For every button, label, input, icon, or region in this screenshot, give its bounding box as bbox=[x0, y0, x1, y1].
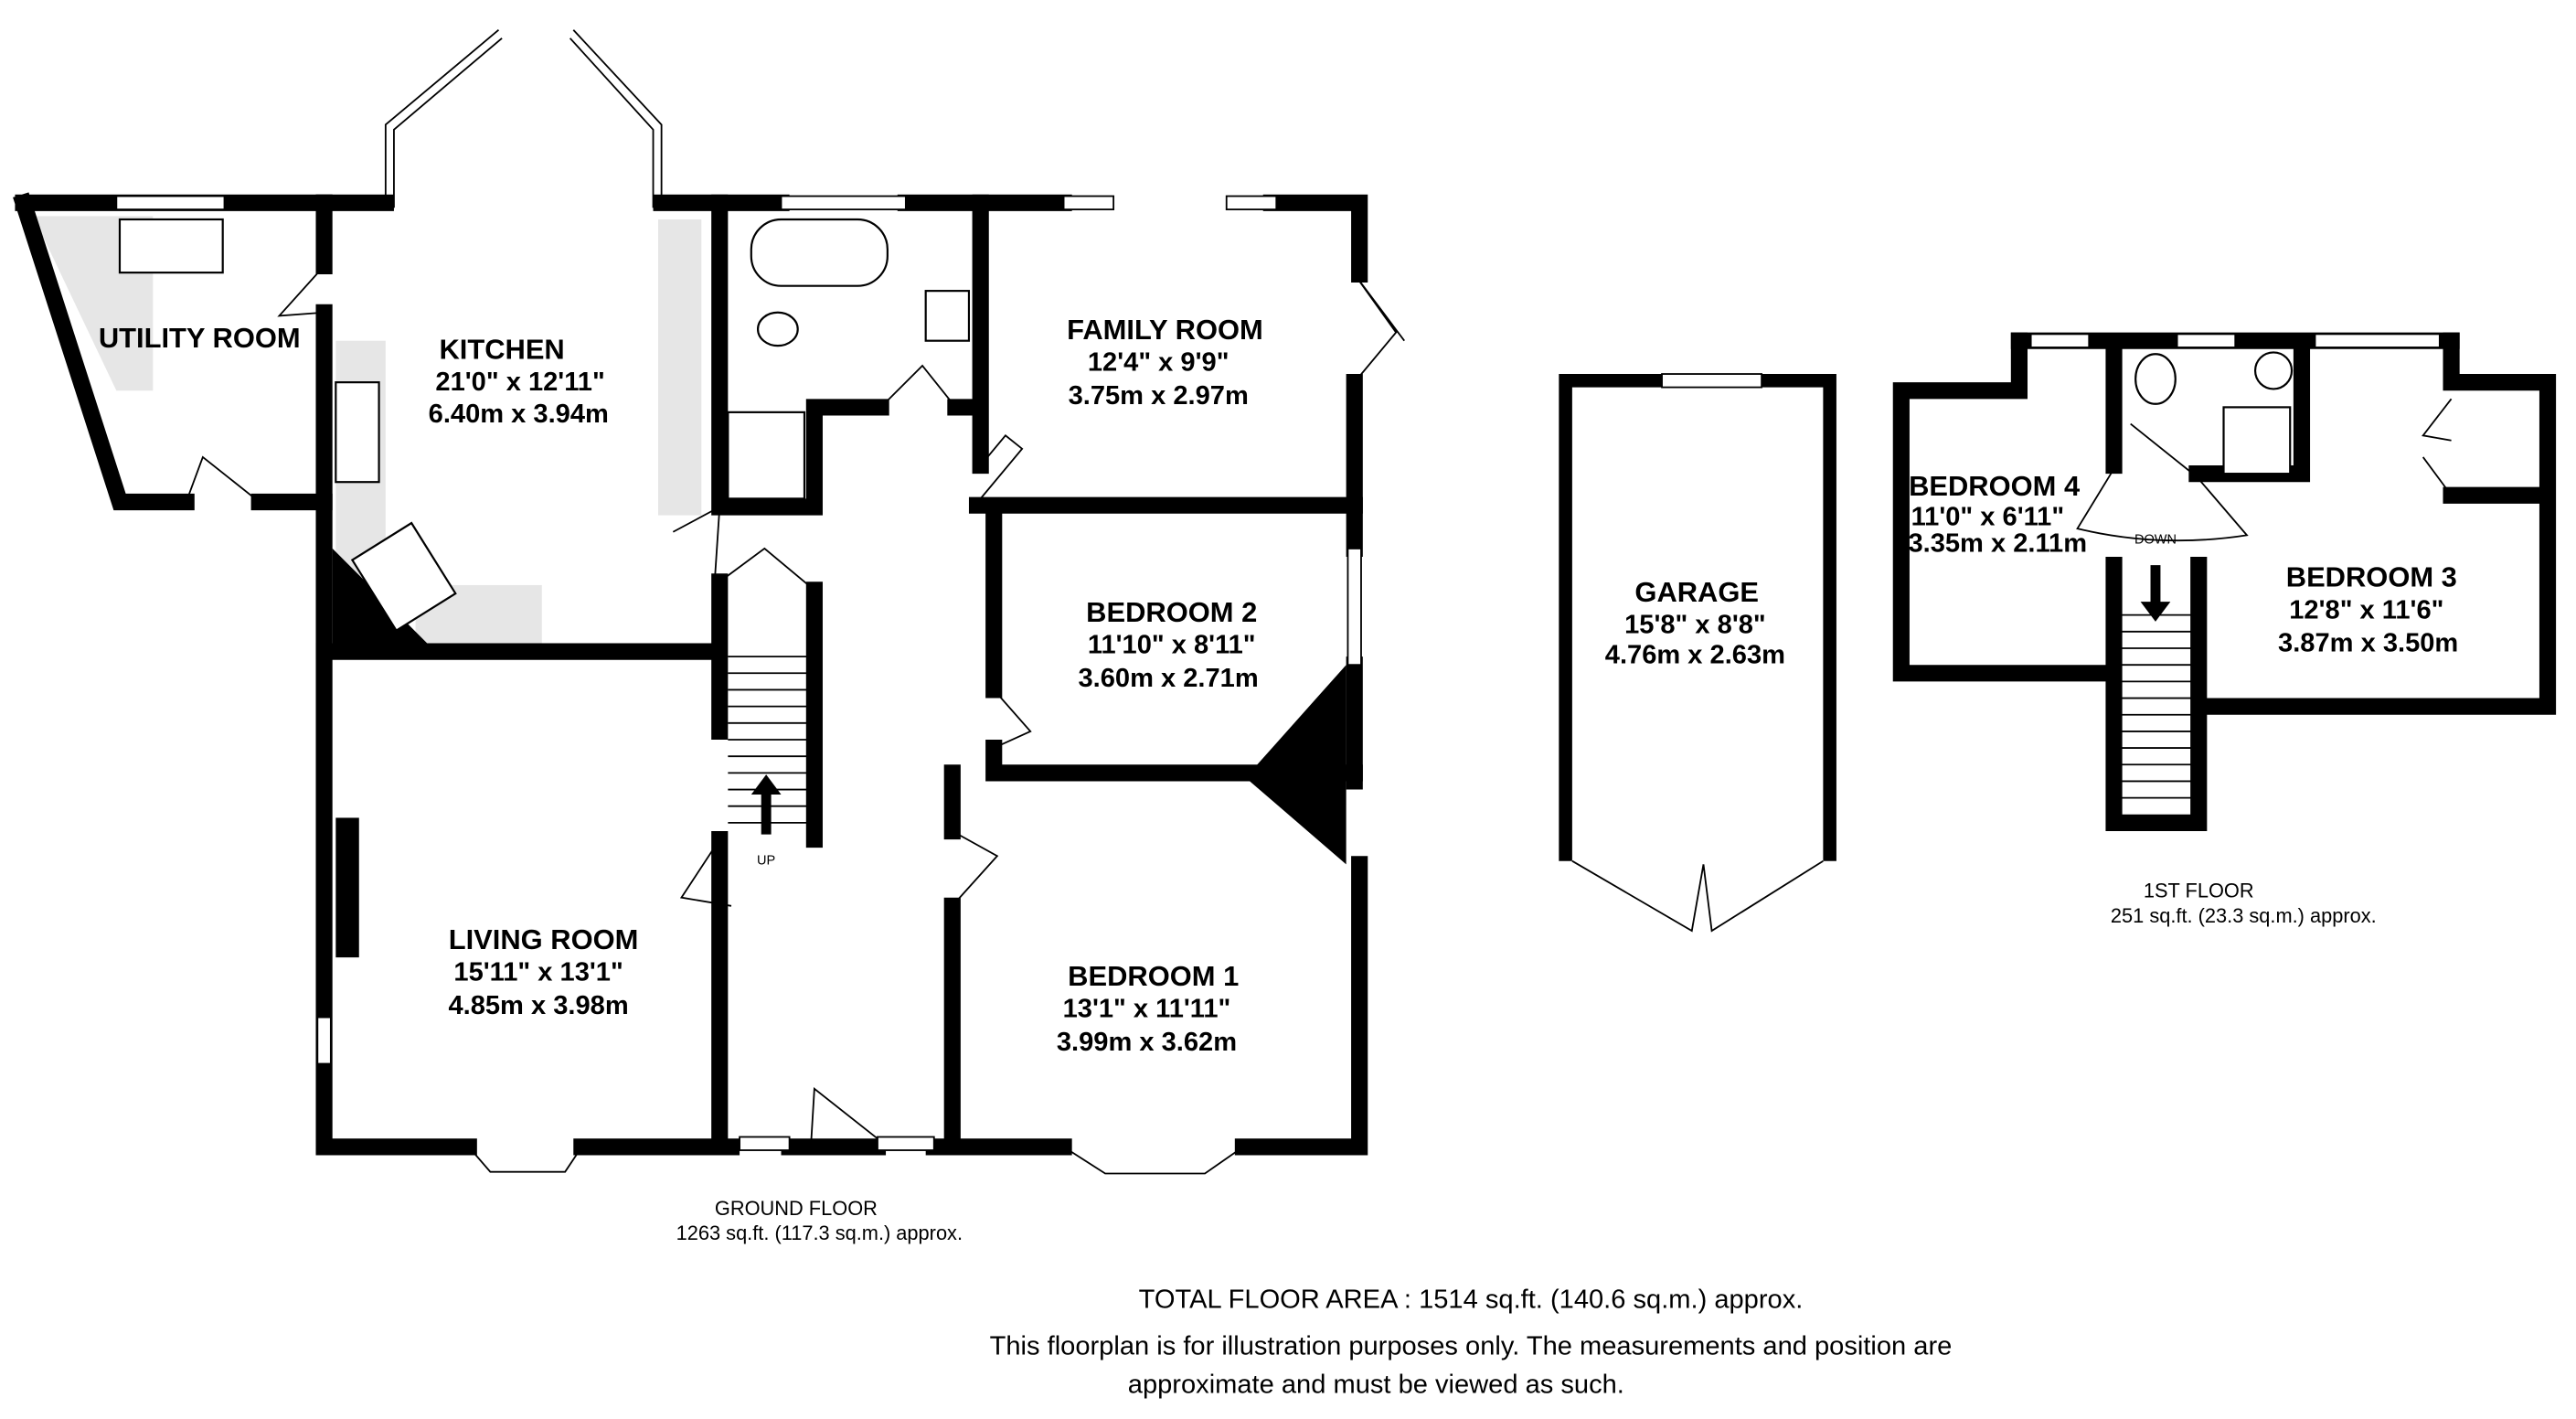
bedroom3-metric: 3.87m x 3.50m bbox=[2278, 629, 2458, 658]
bedroom3-imperial: 12'8" x 11'6" bbox=[2289, 595, 2443, 624]
bedroom1-imperial: 13'1" x 11'11" bbox=[1063, 995, 1231, 1024]
bedroom4-metric: 3.35m x 2.11m bbox=[1908, 529, 2087, 559]
bedroom2-imperial: 11'10" x 8'11" bbox=[1088, 630, 1256, 659]
bedroom2-name: BEDROOM 2 bbox=[1086, 596, 1257, 628]
living-room-name: LIVING ROOM bbox=[449, 923, 639, 955]
bedroom1-metric: 3.99m x 3.62m bbox=[1057, 1028, 1237, 1057]
first-floor-label: 1ST FLOOR bbox=[2144, 880, 2254, 902]
garage-plan: GARAGE 15'8" x 8'8" 4.76m x 2.63m bbox=[1559, 373, 1836, 933]
disclaimer-line-2: approximate and must be viewed as such. bbox=[1128, 1370, 1624, 1399]
bedroom4-imperial: 11'0" x 6'11" bbox=[1911, 502, 2065, 531]
garage-imperial: 15'8" x 8'8" bbox=[1624, 611, 1766, 640]
stairs-up-label: UP bbox=[757, 853, 775, 868]
ground-floor-plan: UP UTILITY ROOM KITCHEN 21'0" x 12'11" 6… bbox=[13, 29, 1405, 1244]
stairs-ground: UP bbox=[728, 656, 812, 868]
ground-floor-area: 1263 sq.ft. (117.3 sq.m.) approx. bbox=[676, 1222, 963, 1244]
bedroom3-name: BEDROOM 3 bbox=[2286, 561, 2457, 593]
stairs-down-label: DOWN bbox=[2134, 532, 2177, 547]
utility-room-name: UTILITY ROOM bbox=[99, 322, 301, 354]
bedroom1-name: BEDROOM 1 bbox=[1068, 960, 1239, 992]
garage-metric: 4.76m x 2.63m bbox=[1605, 640, 1785, 669]
disclaimer-line-1: This floorplan is for illustration purpo… bbox=[990, 1332, 1953, 1361]
living-room-metric: 4.85m x 3.98m bbox=[448, 991, 628, 1020]
family-room-imperial: 12'4" x 9'9" bbox=[1088, 347, 1229, 377]
stairs-first: DOWN bbox=[2120, 532, 2194, 799]
bedroom2-metric: 3.60m x 2.71m bbox=[1078, 664, 1258, 693]
first-floor-area: 251 sq.ft. (23.3 sq.m.) approx. bbox=[2111, 904, 2377, 927]
kitchen-name: KITCHEN bbox=[439, 334, 564, 366]
bedroom4-name: BEDROOM 4 bbox=[1909, 470, 2081, 502]
garage-name: GARAGE bbox=[1634, 576, 1759, 608]
total-floor-area: TOTAL FLOOR AREA : 1514 sq.ft. (140.6 sq… bbox=[1139, 1286, 1804, 1315]
kitchen-metric: 6.40m x 3.94m bbox=[429, 400, 609, 429]
ground-floor-label: GROUND FLOOR bbox=[715, 1197, 878, 1220]
living-room-imperial: 15'11" x 13'1" bbox=[453, 958, 623, 987]
kitchen-imperial: 21'0" x 12'11" bbox=[435, 368, 604, 397]
first-floor-plan: DOWN BEDROOM 4 11'0" x 6'11" 3.35m x 2.1… bbox=[1892, 332, 2557, 927]
family-room-name: FAMILY ROOM bbox=[1067, 314, 1263, 346]
family-room-metric: 3.75m x 2.97m bbox=[1069, 381, 1249, 411]
